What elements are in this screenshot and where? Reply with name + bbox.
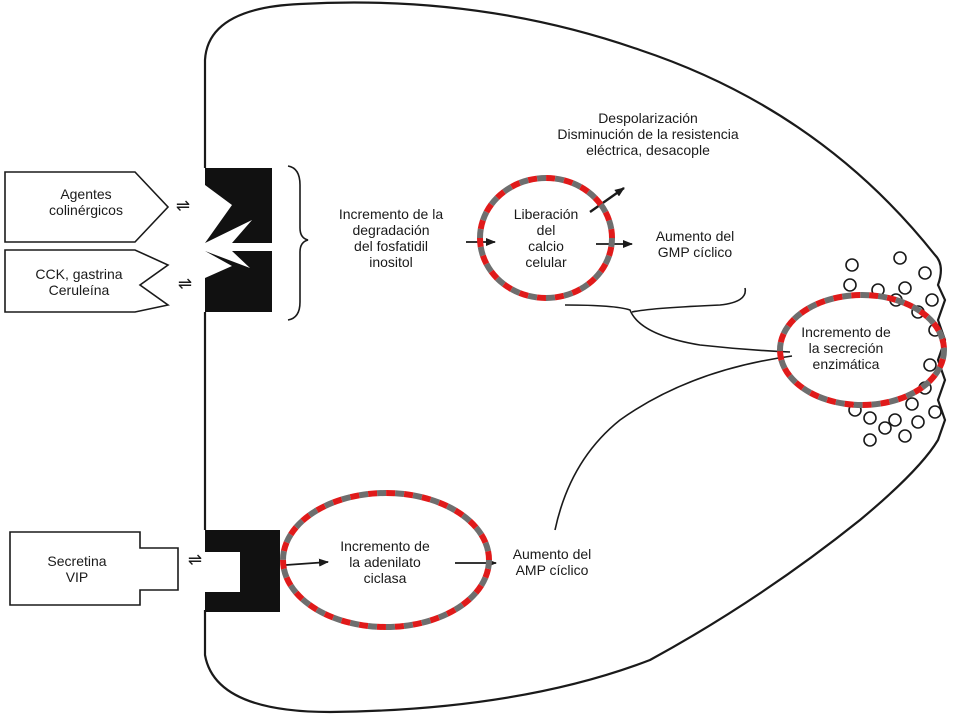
label-phosphoinositide-degradation: Incremento de la degradación del fosfati… bbox=[338, 206, 444, 270]
connector-cgmp-to-secretion bbox=[631, 287, 747, 313]
highlight-adenylate bbox=[280, 490, 492, 630]
zymogen-granule bbox=[893, 251, 907, 265]
arrow-to-depolarization bbox=[589, 187, 625, 213]
zymogen-granule bbox=[905, 397, 919, 411]
zymogen-granule bbox=[898, 281, 912, 295]
receptor-grouping-brace bbox=[287, 165, 309, 321]
label-adenylate-cyclase: Incremento de la adenilato ciclasa bbox=[340, 538, 430, 586]
label-secretin-vip: Secretina VIP bbox=[47, 553, 107, 585]
zymogen-granule bbox=[845, 258, 859, 272]
ligand-secretin-shape bbox=[9, 531, 179, 606]
label-cholinergic-agents: Agentes colinérgicos bbox=[49, 186, 123, 218]
label-enzyme-secretion: Incremento de la secreción enzimática bbox=[801, 324, 891, 372]
ligand-cck-shape bbox=[4, 249, 170, 313]
arrow-to-adenylate bbox=[285, 558, 329, 567]
zymogen-granule bbox=[911, 415, 925, 429]
ligand-cholinergic-shape bbox=[4, 171, 170, 243]
connector-camp-to-secretion bbox=[554, 355, 793, 531]
zymogen-granule bbox=[928, 405, 942, 419]
label-cgmp-increase: Aumento del GMP cíclico bbox=[655, 228, 735, 260]
receptor-cck bbox=[205, 251, 272, 312]
zymogen-granule bbox=[918, 266, 932, 280]
highlight-calcium bbox=[477, 175, 615, 301]
connector-calcium-to-secretion bbox=[564, 304, 791, 353]
receptor-secretin bbox=[205, 530, 280, 612]
cell-membrane-outline bbox=[203, 1, 947, 714]
zymogen-granule bbox=[863, 411, 877, 425]
equilibrium-secretin-icon: ⇌ bbox=[187, 550, 203, 569]
equilibrium-cholinergic-icon: ⇌ bbox=[175, 196, 191, 215]
receptor-cholinergic bbox=[205, 168, 272, 243]
label-cck-gastrin: CCK, gastrina Ceruleína bbox=[35, 266, 123, 298]
label-depolarization: Despolarización Disminución de la resist… bbox=[557, 110, 739, 158]
zymogen-granule bbox=[878, 421, 892, 435]
equilibrium-cck-icon: ⇌ bbox=[177, 274, 193, 293]
highlight-enzyme-secretion bbox=[777, 292, 947, 408]
label-camp-increase: Aumento del AMP cíclico bbox=[512, 546, 592, 578]
zymogen-granule bbox=[843, 278, 857, 292]
zymogen-granule bbox=[863, 433, 877, 447]
zymogen-granule bbox=[888, 413, 902, 427]
zymogen-granule bbox=[925, 293, 939, 307]
label-calcium-release: Liberación del calcio celular bbox=[513, 206, 579, 270]
zymogen-granule bbox=[898, 429, 912, 443]
zymogen-granule bbox=[923, 358, 937, 372]
